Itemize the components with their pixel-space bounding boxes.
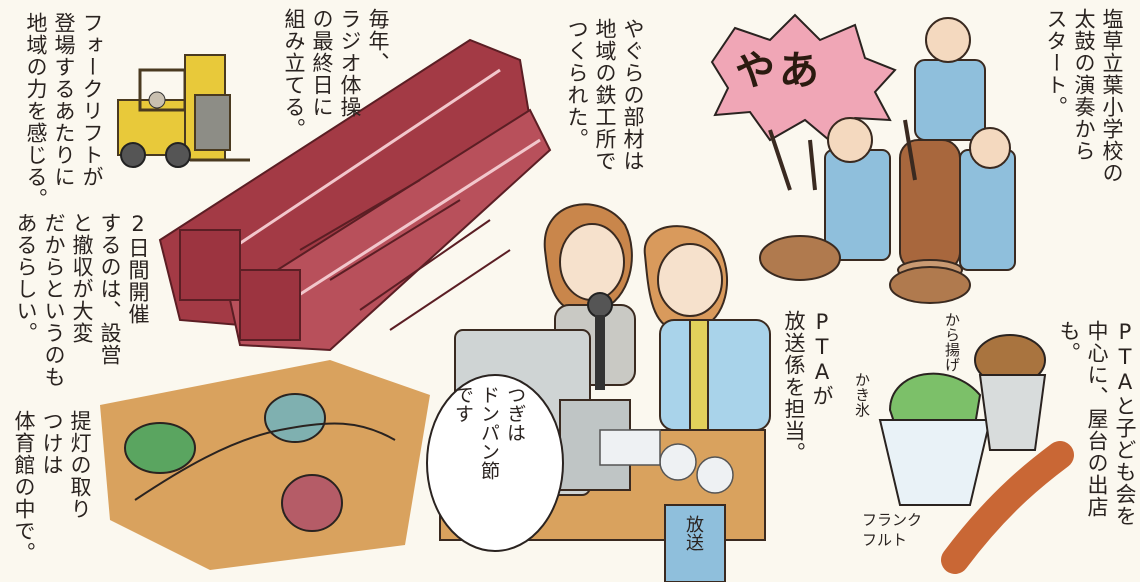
pta-broadcast-text: PTAが 放送係を担当。 <box>782 310 834 464</box>
kakigoori-label: かき氷 <box>853 372 871 417</box>
keyboard <box>599 429 661 466</box>
lantern-icon <box>124 393 343 532</box>
cd-disc <box>696 456 734 494</box>
taiko-drum-icon <box>759 17 1016 304</box>
yagura-tower-icon <box>158 38 552 352</box>
forklift-text: フォークリフトが 登場するあたりに 地域の力を感じる。 <box>24 12 104 210</box>
radio-taisou-text: 毎年、 ラジオ体操 の最終日に 組み立てる。 <box>282 8 390 140</box>
karaage-cup-icon <box>974 334 1047 451</box>
sausage-icon <box>941 441 1074 574</box>
wooden-floor <box>100 360 430 570</box>
yaa-text: やあ <box>735 48 823 94</box>
yaa-burst <box>710 13 897 147</box>
forklift-icon <box>117 54 250 168</box>
speech-bubble <box>426 374 564 552</box>
pta-stall-text: PTAと子ども会を 中心に、屋台の出店 も。 <box>1057 320 1137 527</box>
cd-disc <box>659 443 697 481</box>
bubble-text: つぎは ドンパン節 です <box>452 385 526 480</box>
frank-label: フランク フルト <box>862 511 923 549</box>
taiko-text: 塩草立葉小学校の 太鼓の演奏から スタート。 <box>1044 8 1124 184</box>
yagura-text: やぐらの部材は 地域の鉄工所で つくられた。 <box>565 18 645 172</box>
two-days-text: 2日間開催 するのは、設営 と撤収が大変 だからというのも あるらしい。 <box>14 212 150 388</box>
shaved-ice-icon <box>878 372 992 506</box>
lantern-text: 提灯の取り つけは 体育館の中で。 <box>12 410 92 564</box>
announcers <box>543 203 771 431</box>
karaage-label: から揚げ <box>943 312 961 372</box>
microphone-icon <box>587 292 613 390</box>
housou-sign <box>664 504 726 582</box>
housou-sign-label: 放送 <box>683 515 704 551</box>
